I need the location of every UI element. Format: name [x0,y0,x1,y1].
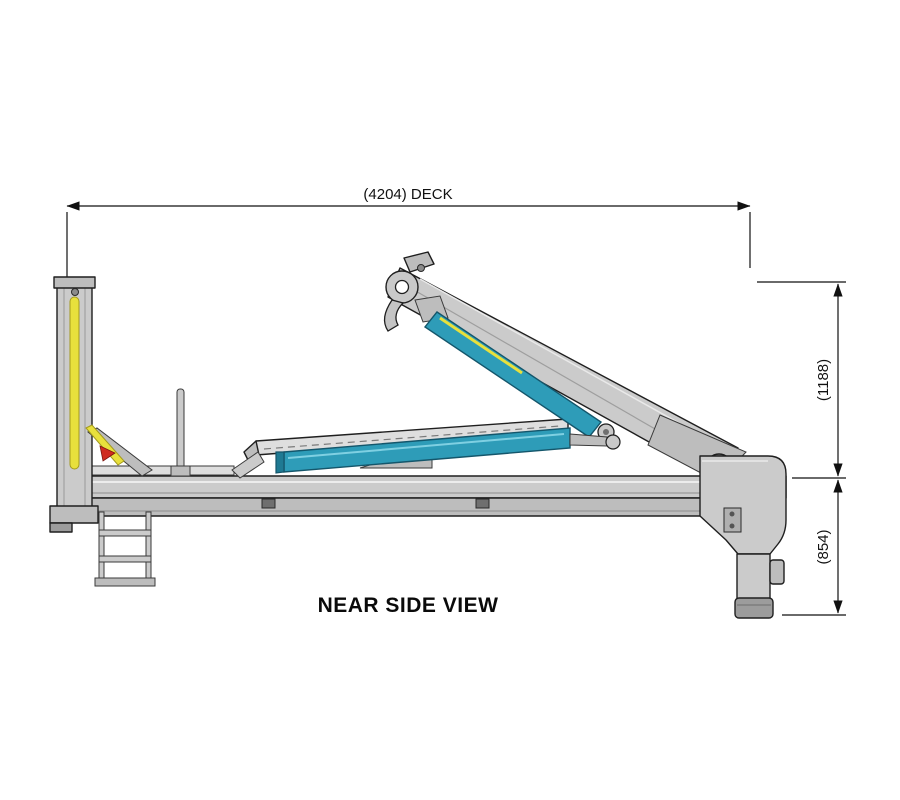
rear-hinge-plate [723,507,742,533]
headboard [49,276,153,533]
rear-hinge-bolt-2 [729,523,735,529]
rear-body [699,455,787,619]
hook-jaw [383,299,405,332]
slide-cylinder [275,427,621,474]
ladder-rung-1 [98,529,152,537]
chassis-lower-rail [77,497,703,517]
dimension-height-lower: (854) [782,479,846,616]
access-ladder [94,511,156,587]
support-leg-column [736,553,771,601]
chassis-clip-2 [475,498,490,509]
dimension-height-upper: (1188) [757,281,846,479]
deck-centerline [263,425,561,450]
slide-cylinder-endcap [275,451,285,474]
ladder-rail-right [145,511,152,587]
rear-side-tab [769,559,785,585]
dimension-deck: (4204) DECK [66,186,751,278]
ladder-rail-left [98,511,105,587]
ladder-rung-2 [98,555,152,563]
chassis-left-flange [91,465,235,476]
boom-cylinder-yellow-stripe [439,316,523,375]
slide-cylinder-clevis [605,434,621,450]
ladder-bottom-step [94,577,156,587]
guide-pin-base [170,465,191,477]
headboard-base-bracket [49,505,99,524]
guide-pin-rod [176,388,185,472]
headboard-base-foot [49,522,73,533]
rear-body-shell [699,455,787,555]
boom-cylinder-clevis-pin [603,429,609,435]
deck-link-bracket [231,451,265,479]
support-foot-pad [734,597,774,619]
headboard-top-cap [53,276,96,289]
dimension-lower-label: (854) [815,529,832,564]
hook-assembly [383,251,435,332]
guide-pin [170,388,191,477]
headboard-red-flag [99,445,116,462]
chassis-upper-rail [59,475,787,499]
headboard-top-bolt [71,288,79,296]
hook-arm-highlight [419,278,723,448]
boom-cylinder [414,295,615,441]
headboard-yellow-cylinder [69,296,80,470]
view-title: NEAR SIDE VIEW [318,594,499,617]
chassis-clip-1 [261,498,276,509]
hook-latch-plate [403,251,435,273]
rear-hinge-bolt-1 [729,511,735,517]
chassis-frame [57,465,787,519]
dimension-upper-label: (1188) [815,359,832,401]
dimension-deck-label: (4204) DECK [363,186,452,203]
slide-cylinder-highlight [287,433,565,459]
hook-pin-hole [394,279,410,295]
hook-bolt [417,264,425,272]
hook-arm-panel-line [413,289,703,457]
